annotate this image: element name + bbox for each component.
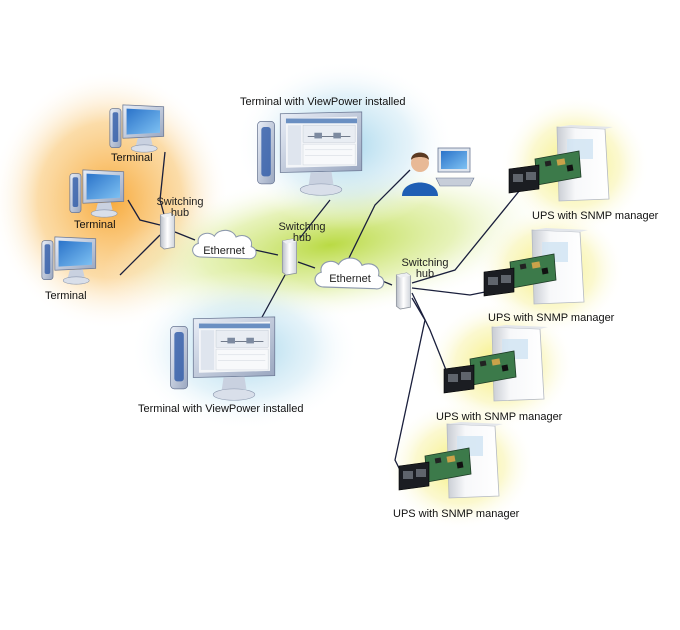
terminal-label-3: Terminal [45, 290, 87, 302]
terminal-label-1: Terminal [111, 152, 153, 164]
switching-hub-label-2: Switching hub [272, 222, 332, 244]
switching-hub-label-1: Switching hub [150, 197, 210, 219]
ups-label-1: UPS with SNMP manager [532, 210, 659, 222]
switching-hub-label-1-line1: Switching [156, 196, 204, 208]
network-cables [119, 151, 521, 481]
terminal-label-2: Terminal [74, 219, 116, 231]
ups-label-2: UPS with SNMP manager [488, 312, 615, 324]
switching-hub-label-1-line2: hub [170, 207, 190, 219]
viewpower-terminal-label-bottom: Terminal with ViewPower installed [138, 403, 304, 415]
ethernet-label-1: Ethernet [203, 245, 245, 257]
switching-hub-label-2-line2: hub [292, 232, 312, 244]
ups-label-4: UPS with SNMP manager [393, 508, 520, 520]
switching-hub-label-2-line1: Switching [278, 221, 326, 233]
switching-hub-label-3-line2: hub [415, 268, 435, 280]
ethernet-label-2: Ethernet [329, 273, 371, 285]
switching-hub-label-3: Switching hub [395, 258, 455, 280]
ups-label-3: UPS with SNMP manager [436, 411, 563, 423]
admin-user-icon [402, 147, 475, 196]
switching-hub-label-3-line1: Switching [401, 257, 449, 269]
switching-hub-2 [281, 238, 298, 276]
viewpower-terminal-label-top: Terminal with ViewPower installed [240, 96, 406, 108]
